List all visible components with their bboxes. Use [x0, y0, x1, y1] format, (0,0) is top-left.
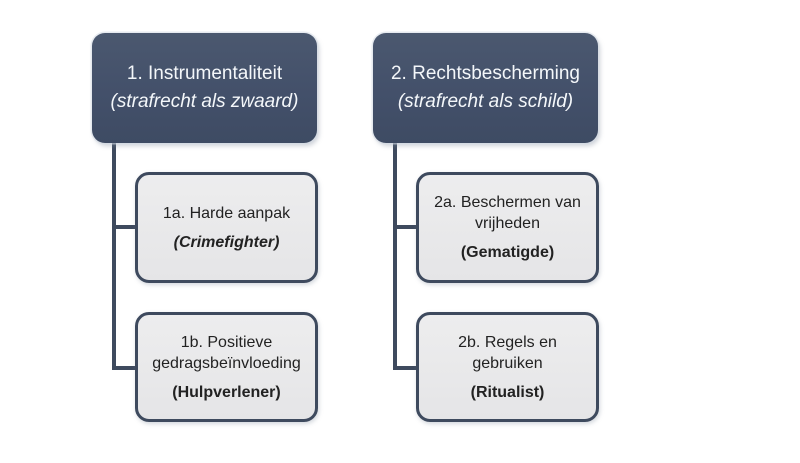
connector-branch-2a — [393, 225, 419, 229]
child-node-1b-tag: (Hulpverlener) — [172, 383, 281, 401]
connector-vline-tree2 — [393, 143, 397, 370]
child-node-1a: 1a. Harde aanpak (Crimefighter) — [135, 172, 318, 283]
child-node-2a-label: 2a. Beschermen van vrijheden — [434, 194, 581, 232]
connector-branch-1b — [112, 366, 138, 370]
child-node-2b: 2b. Regels en gebruiken (Ritualist) — [416, 312, 599, 422]
connector-vline-tree1 — [112, 143, 116, 370]
root-node-subtitle: (strafrecht als schild) — [397, 91, 574, 112]
root-node-subtitle: (strafrecht als zwaard) — [110, 91, 299, 112]
child-node-2b-label: 2b. Regels en gebruiken — [458, 333, 557, 372]
child-node-2a: 2a. Beschermen van vrijheden (Gematigde) — [416, 172, 599, 283]
root-node-title: 1. Instrumentaliteit — [126, 63, 283, 84]
root-node-rechtsbescherming: 2. Rechtsbescherming (strafrecht als sch… — [373, 33, 598, 143]
root-node-title: 2. Rechtsbescherming — [390, 63, 581, 84]
child-node-1a-label: 1a. Harde aanpak — [162, 204, 291, 222]
connector-branch-2b — [393, 366, 419, 370]
child-node-1a-tag: (Crimefighter) — [173, 233, 280, 251]
child-node-2a-tag: (Gematigde) — [460, 244, 555, 261]
root-node-instrumentaliteit: 1. Instrumentaliteit (strafrecht als zwa… — [92, 33, 317, 143]
child-node-2b-tag: (Ritualist) — [470, 383, 545, 401]
child-node-1b: 1b. Positieve gedragsbeïnvloeding (Hulpv… — [135, 312, 318, 422]
connector-branch-1a — [112, 225, 138, 229]
child-node-1b-label: 1b. Positieve gedragsbeïnvloeding — [152, 333, 301, 372]
